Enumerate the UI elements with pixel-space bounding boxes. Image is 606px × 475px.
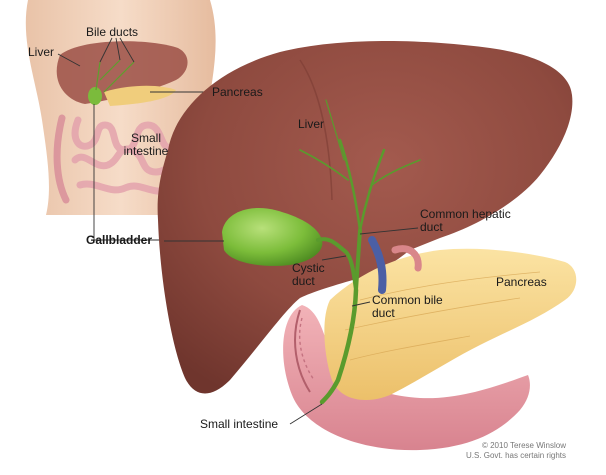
inset-pancreas-shape: [104, 85, 176, 106]
label-bile-ducts: Bile ducts: [86, 25, 139, 39]
label-common-hepatic-duct: Common hepatic duct: [420, 207, 511, 234]
label-pancreas-inset: Pancreas: [212, 85, 263, 99]
inset-gallbladder-shape: [88, 87, 102, 105]
gallbladder-shape: [222, 208, 323, 266]
label-liver-inset: Liver: [28, 45, 55, 59]
label-small-intestine-inset: Small intestine: [123, 131, 169, 158]
credit-line-2: U.S. Govt. has certain rights: [465, 451, 566, 460]
label-small-intestine-main: Small intestine: [200, 417, 279, 431]
bile-duct-tree: [299, 99, 421, 405]
label-liver-main: Liver: [298, 117, 325, 131]
copyright-credit: © 2010 Terese Winslow U.S. Govt. has cer…: [466, 441, 566, 461]
credit-line-1: © 2010 Terese Winslow: [481, 441, 566, 450]
inset-liver-shape: [56, 41, 188, 104]
label-pancreas-main: Pancreas: [496, 275, 547, 289]
duodenum-shape: [283, 305, 530, 451]
main-leader-lines: [164, 227, 419, 425]
pancreas-shape: [324, 248, 577, 400]
liver-shape: [157, 41, 573, 394]
label-gallbladder: Gallbladder: [86, 233, 153, 247]
label-cystic-duct: Cystic duct: [292, 261, 325, 288]
label-common-bile-duct: Common bile duct: [372, 293, 443, 320]
